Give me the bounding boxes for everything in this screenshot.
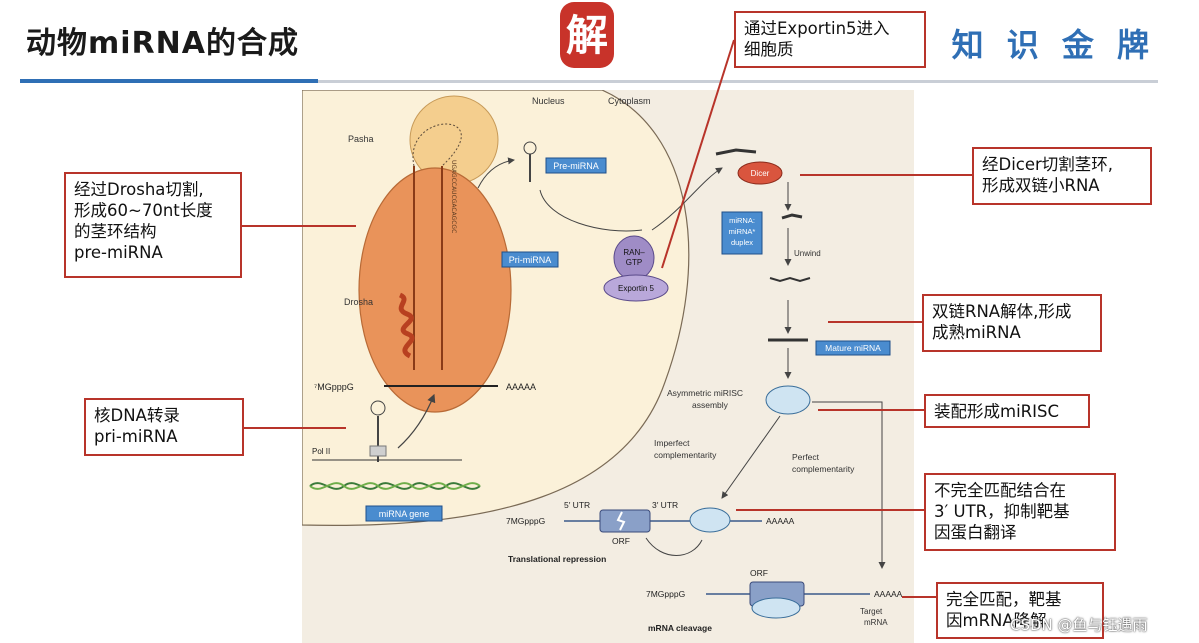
drosha-cut-region (398, 292, 415, 359)
export-arrow-2 (539, 189, 643, 232)
cleavage-label: mRNA cleavage (648, 623, 712, 633)
mirna-gene-label: miRNA gene (379, 509, 430, 519)
duplex-strand (781, 213, 803, 220)
unwind-label: Unwind (794, 249, 821, 258)
cytoplasm-label: Cytoplasm (608, 96, 651, 106)
nascent-loop (370, 400, 386, 416)
ran-gtp-label-line1: RAN– (623, 248, 645, 257)
dicer-label: Dicer (751, 169, 770, 178)
polya-label-cleavage: AAAAA (874, 589, 903, 599)
mirna-gene-box (365, 505, 443, 522)
repression-feedback-arrow (645, 537, 703, 556)
mature-mirna-label: Mature miRNA (825, 343, 881, 353)
duplex-label-line2: miRNA* (729, 227, 756, 236)
drosha-protein (358, 167, 512, 413)
exportin5-protein (603, 274, 669, 302)
dicer-protein (737, 161, 783, 185)
seal-logo: 解 (560, 2, 614, 68)
perfect-label-line1: Perfect (792, 452, 820, 462)
seal-char: 解 (566, 11, 608, 60)
callout-transcription: 核DNA转录 pri-miRNA (84, 398, 244, 456)
utr5-label: 5′ UTR (564, 500, 590, 510)
repression-break (616, 511, 626, 531)
cap-label-cleavage: 7MGpppG (646, 589, 685, 599)
mirisc-bound-perfect (751, 597, 801, 619)
callout-exportin: 通过Exportin5进入 细胞质 (734, 11, 926, 68)
loop-sequence: UGAGCCAUCGACAGCGC (450, 160, 457, 233)
header-accent-bar (20, 79, 318, 83)
target-label-line1: Target (860, 607, 883, 616)
transcription-arrow (397, 393, 436, 449)
callout-dicer: 经Dicer切割茎环, 形成双链小RNA (972, 147, 1152, 205)
header-divider (20, 80, 1158, 83)
brand-title: 知 识 金 牌 (951, 26, 1155, 64)
imperfect-arrow (721, 415, 781, 499)
imperfect-label-line1: Imperfect (654, 438, 690, 448)
callout-drosha: 经过Drosha切割, 形成60~70nt长度 的茎环结构 pre-miRNA (64, 172, 242, 278)
pol2-complex (369, 445, 387, 457)
dna-helix-strand2 (309, 482, 481, 490)
mirna-pathway-diagram: Nucleus Cytoplasm Pasha Drosha UGAGCCAUC… (302, 90, 914, 643)
orf-label-2: ORF (750, 568, 768, 578)
ribosome-repression (599, 509, 651, 533)
pre-mirna-label: Pre-miRNA (553, 161, 599, 171)
unwound-strands (769, 276, 811, 283)
cap-label-repression: 7MGpppG (506, 516, 545, 526)
watermark: CSDN @鱼与钰遇雨 (1010, 616, 1148, 634)
callout-risc: 装配形成miRISC (924, 394, 1090, 428)
export-arrow-1 (477, 157, 515, 189)
page-title: 动物miRNA的合成 (26, 26, 299, 61)
callout-unwind: 双链RNA解体,形成 成熟miRNA (922, 294, 1102, 352)
mirisc-complex (765, 385, 811, 415)
pri-mirna-label: Pri-miRNA (509, 255, 552, 265)
orf-label-1: ORF (612, 536, 630, 546)
utr3-label: 3′ UTR (652, 500, 678, 510)
repression-label: Translational repression (508, 554, 606, 564)
terminal-loop (412, 123, 462, 167)
perfect-arrow (812, 401, 886, 569)
duplex-label-line1: miRNA: (729, 216, 755, 225)
polya-label-nucleus: AAAAA (506, 382, 536, 392)
imperfect-label-line2: complementarity (654, 450, 717, 460)
pol2-label: Pol II (312, 447, 330, 456)
mature-mirna-box (815, 340, 891, 356)
pasha-label: Pasha (348, 134, 374, 144)
exportin5-label: Exportin 5 (618, 284, 655, 293)
target-label-line2: mRNA (864, 618, 888, 627)
drosha-label: Drosha (344, 297, 373, 307)
nucleus-label: Nucleus (532, 96, 565, 106)
asym-label-line1: Asymmetric miRISC (667, 388, 743, 398)
asym-label-line2: assembly (692, 400, 729, 410)
duplex-label-line3: duplex (731, 238, 753, 247)
mirisc-bound-imperfect (689, 507, 731, 533)
ran-gtp-label-line2: GTP (626, 258, 642, 267)
perfect-label-line2: complementarity (792, 464, 855, 474)
callout-perfect: 完全匹配，靶基 因mRNA降解 (936, 582, 1104, 639)
pri-mirna-box (501, 251, 559, 268)
callout-imperfect: 不完全匹配结合在 3′ UTR，抑制靶基 因蛋白翻译 (924, 473, 1116, 551)
polya-label-repression: AAAAA (766, 516, 795, 526)
cap-label-nucleus: ⁷MGpppG (314, 382, 354, 392)
pre-mirna-box (545, 157, 607, 174)
